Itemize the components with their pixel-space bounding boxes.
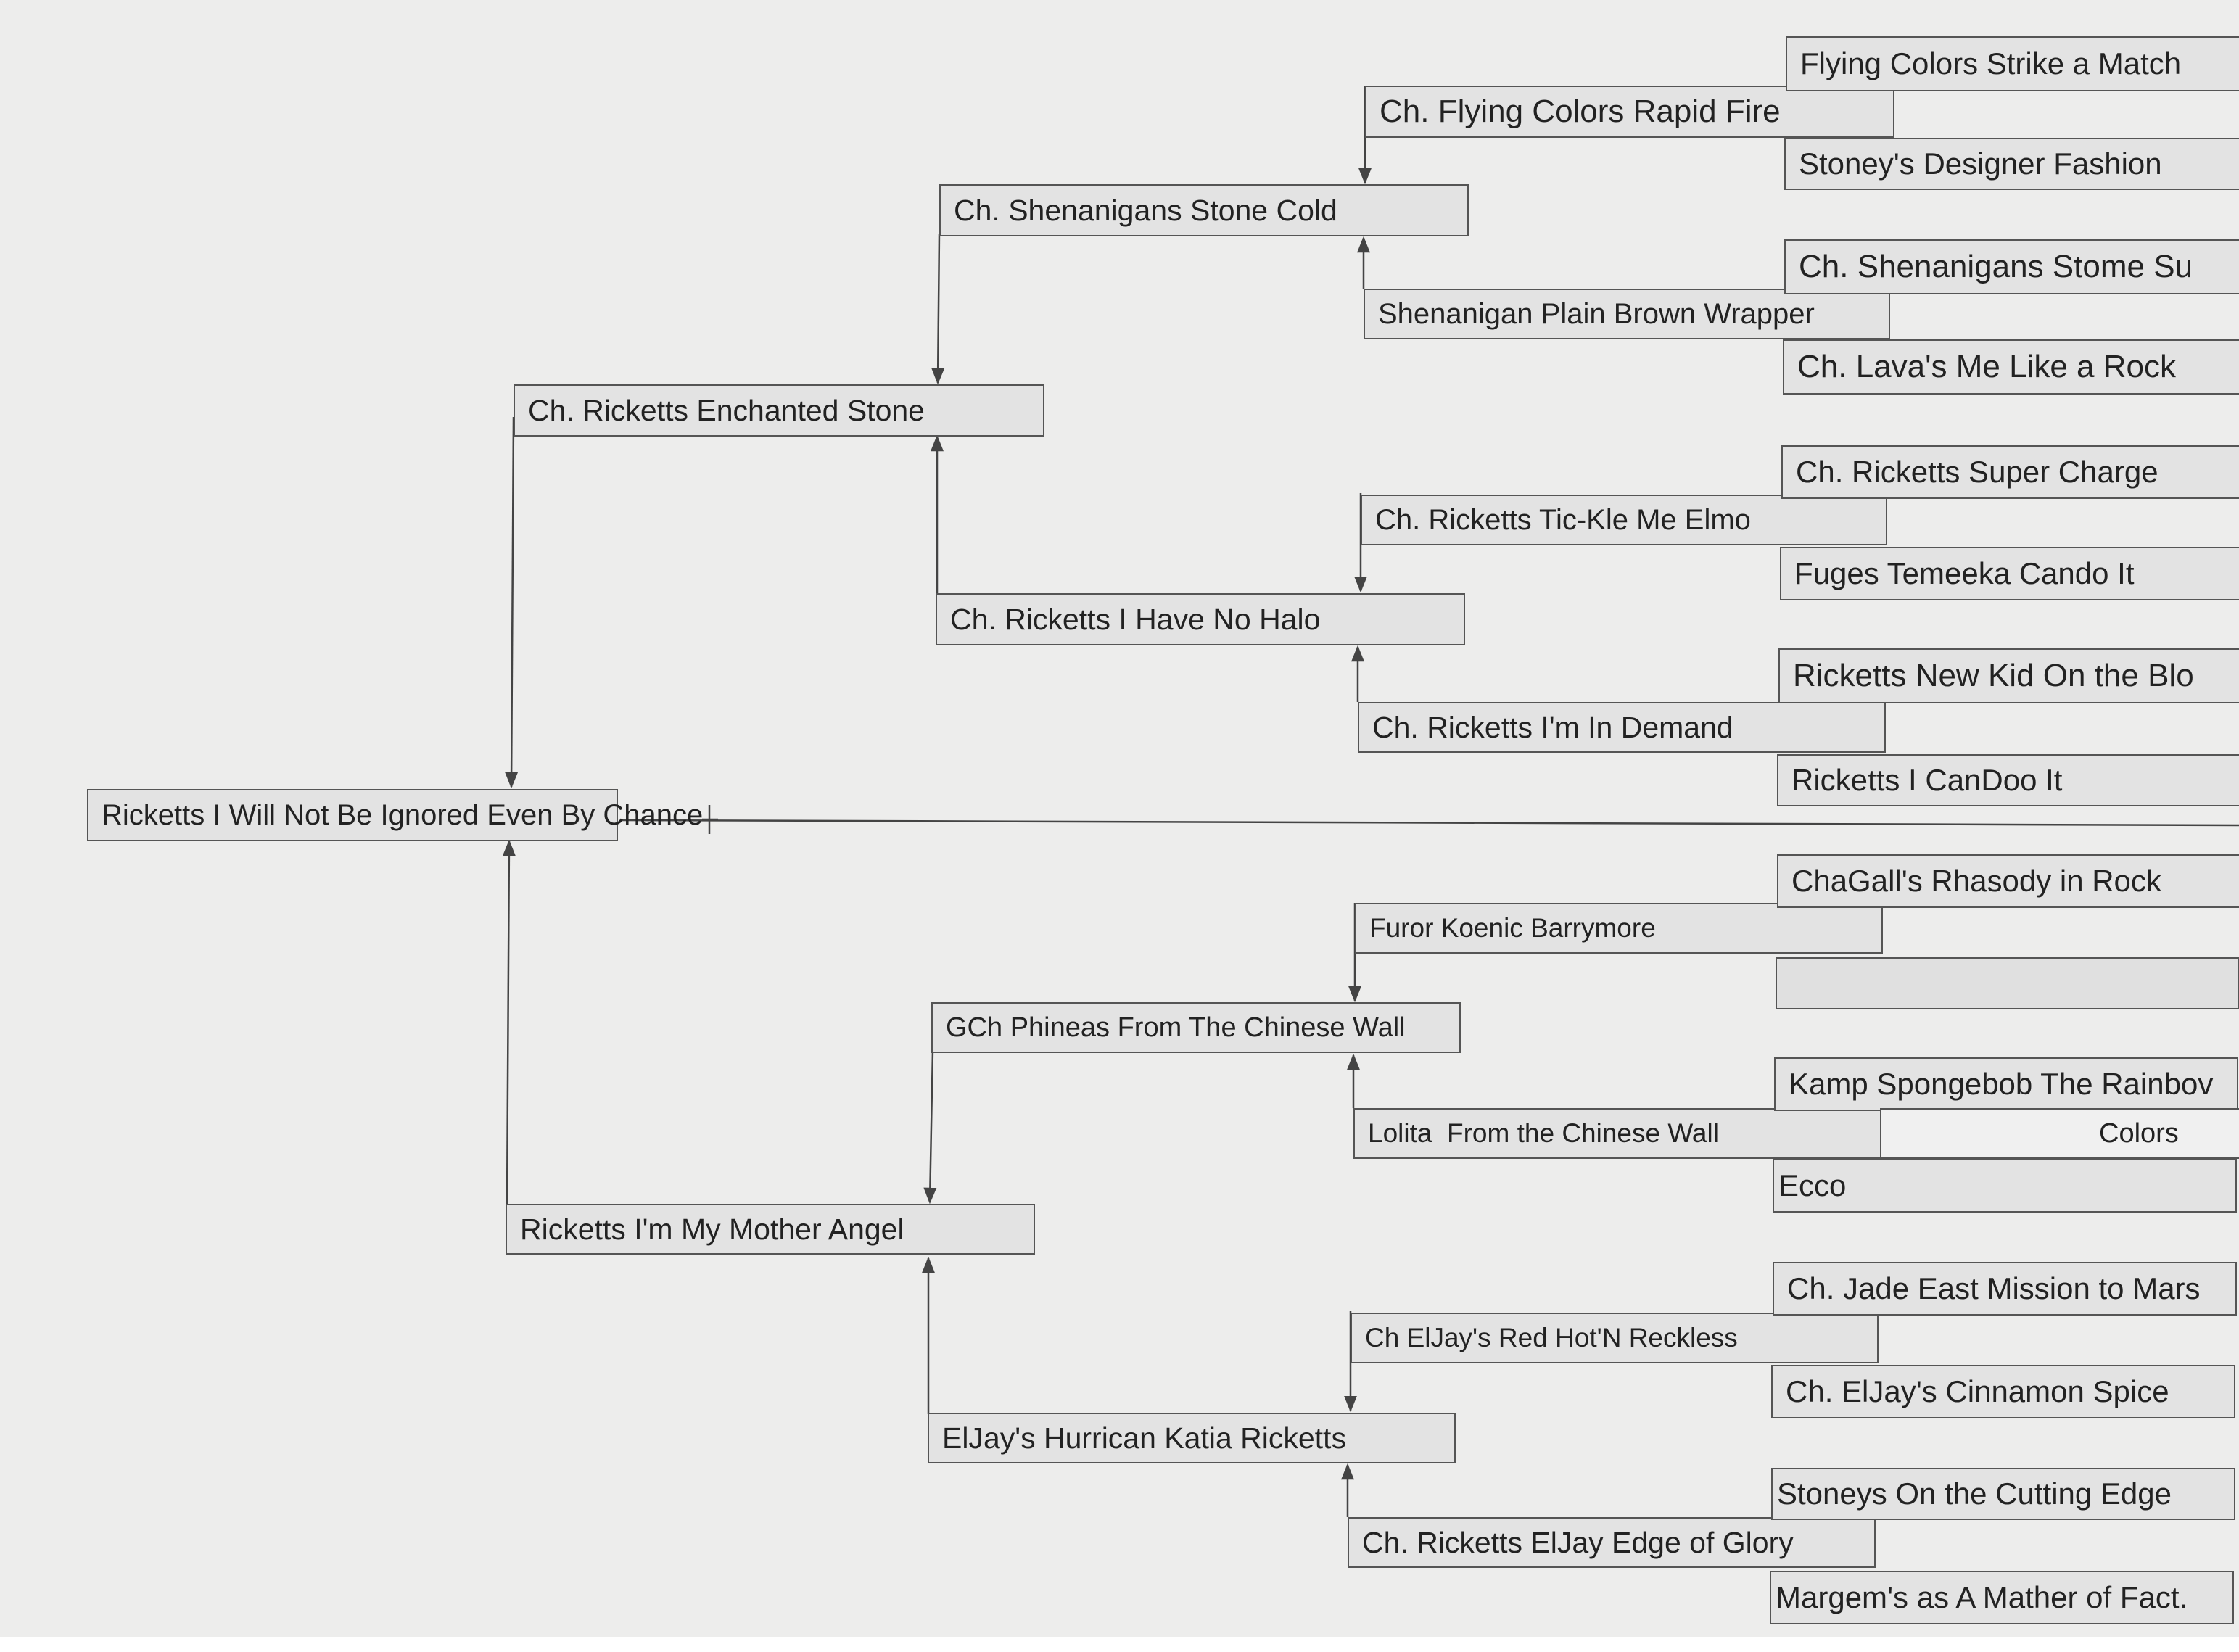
gen4-f1-box: Kamp Spongebob The Rainbov (1774, 1057, 2238, 1111)
gen4-b1-name: Ch. Shenanigans Stome Su (1799, 249, 2193, 284)
gen4-a1-box: Flying Colors Strike a Match (1786, 36, 2239, 91)
gen4-h1-box: Stoneys On the Cutting Edge (1771, 1468, 2235, 1520)
gen4-a1-name: Flying Colors Strike a Match (1800, 46, 2182, 80)
subject-box: Ricketts I Will Not Be Ignored Even By C… (87, 789, 703, 841)
gen3-c-name: Ch. Ricketts Tic-Kle Me Elmo (1375, 503, 1751, 536)
sire-dam-box: Ch. Ricketts I Have No Halo (936, 593, 1465, 645)
gen4-e1-box: ChaGall's Rhasody in Rock (1777, 854, 2239, 908)
gen3-g-box: Ch ElJay's Red Hot'N Reckless (1351, 1313, 1879, 1363)
dam-sire-box: GCh Phineas From The Chinese Wall (931, 1002, 1461, 1053)
subject-extension-line (622, 819, 2239, 827)
gen4-g1-box: Ch. Jade East Mission to Mars (1773, 1262, 2237, 1316)
dam-dam-name: ElJay's Hurrican Katia Ricketts (942, 1421, 1346, 1455)
gen4-h1-name: Stoneys On the Cutting Edge (1777, 1477, 2172, 1511)
gen3-b-name: Shenanigan Plain Brown Wrapper (1378, 297, 1815, 330)
sire-sire-arrow (931, 233, 945, 385)
dam-to-subject-arrow (502, 839, 516, 1205)
gen4-b1-box: Ch. Shenanigans Stome Su (1784, 239, 2239, 294)
gen4-d1-box: Ricketts New Kid On the Blo (1778, 648, 2239, 703)
sire-sire-box: Ch. Shenanigans Stone Cold (939, 184, 1469, 236)
gen4-c1-name: Ch. Ricketts Super Charge (1796, 455, 2158, 489)
gen4-g2-box: Ch. ElJay's Cinnamon Spice (1771, 1365, 2235, 1418)
sire-to-subject-arrow (505, 416, 519, 789)
gen4-a2-name: Stoney's Designer Fashion (1799, 146, 2162, 181)
scan-bottom-edge (0, 1637, 2239, 1652)
gen4-h2-name: Margem's as A Mather of Fact. (1776, 1580, 2188, 1614)
gen4-g2-name: Ch. ElJay's Cinnamon Spice (1786, 1374, 2169, 1408)
gen3-g-name: Ch ElJay's Red Hot'N Reckless (1365, 1323, 1738, 1352)
gen4-f2-name: Ecco (1778, 1168, 1847, 1202)
gen4-d1-name: Ricketts New Kid On the Blo (1793, 658, 2194, 693)
gen3-a-name: Ch. Flying Colors Rapid Fire (1380, 94, 1781, 129)
gen4-c2-name: Fuges Temeeka Cando It (1794, 556, 2135, 590)
dam-sire-arrow (923, 1049, 937, 1205)
gen3-h-name: Ch. Ricketts ElJay Edge of Glory (1362, 1525, 1794, 1559)
gen4-f1-name: Kamp Spongebob The Rainbov (1789, 1067, 2214, 1101)
gen3-h-box: Ch. Ricketts ElJay Edge of Glory (1348, 1517, 1876, 1568)
gen4-f2-box: Ecco (1773, 1159, 2237, 1213)
dam-box: Ricketts I'm My Mother Angel (506, 1204, 1035, 1255)
gen3-a-box: Ch. Flying Colors Rapid Fire (1365, 86, 1894, 138)
gen3-e-box: Furor Koenic Barrymore (1355, 903, 1883, 954)
gen4-e2-box (1776, 957, 2239, 1009)
subject-name: Ricketts I Will Not Be Ignored Even By C… (102, 798, 704, 831)
gen4-e1-name: ChaGall's Rhasody in Rock (1791, 864, 2161, 898)
sire-box: Ch. Ricketts Enchanted Stone (514, 384, 1044, 437)
gen4-g1-name: Ch. Jade East Mission to Mars (1787, 1271, 2201, 1305)
gen4-c1-box: Ch. Ricketts Super Charge (1781, 445, 2239, 499)
dam-sire-name: GCh Phineas From The Chinese Wall (946, 1012, 1406, 1043)
gen3-e-name: Furor Koenic Barrymore (1369, 913, 1656, 943)
gen3-d-name: Ch. Ricketts I'm In Demand (1372, 710, 1733, 744)
gen4-a2-box: Stoney's Designer Fashion (1784, 138, 2239, 190)
sire-dam-name: Ch. Ricketts I Have No Halo (950, 602, 1321, 636)
sire-sire-name: Ch. Shenanigans Stone Cold (954, 193, 1337, 227)
gen4-d2-name: Ricketts I CanDoo It (1791, 763, 2063, 797)
gen3-b-box: Shenanigan Plain Brown Wrapper (1364, 289, 1890, 339)
gen3-f-name: Lolita From the Chinese Wall (1368, 1118, 1719, 1148)
gen4-f1-continuation: Colors (2099, 1118, 2179, 1149)
sire-name: Ch. Ricketts Enchanted Stone (528, 393, 925, 427)
gen4-b2-name: Ch. Lava's Me Like a Rock (1797, 349, 2176, 384)
gen3-f-box: Lolita From the Chinese Wall (1353, 1108, 1881, 1159)
gen4-d2-box: Ricketts I CanDoo It (1777, 754, 2239, 806)
gen4-b2-box: Ch. Lava's Me Like a Rock (1783, 339, 2239, 395)
dam-dam-box: ElJay's Hurrican Katia Ricketts (928, 1413, 1456, 1463)
gen4-f1-continuation-box: Colors (1880, 1108, 2239, 1159)
gen4-c2-box: Fuges Temeeka Cando It (1780, 547, 2239, 600)
dam-name: Ricketts I'm My Mother Angel (520, 1212, 904, 1246)
gen3-d-box: Ch. Ricketts I'm In Demand (1358, 702, 1886, 753)
gen3-c-box: Ch. Ricketts Tic-Kle Me Elmo (1361, 495, 1887, 545)
cursor-mark (702, 805, 718, 834)
gen4-h2-box: Margem's as A Mather of Fact. (1770, 1571, 2234, 1624)
